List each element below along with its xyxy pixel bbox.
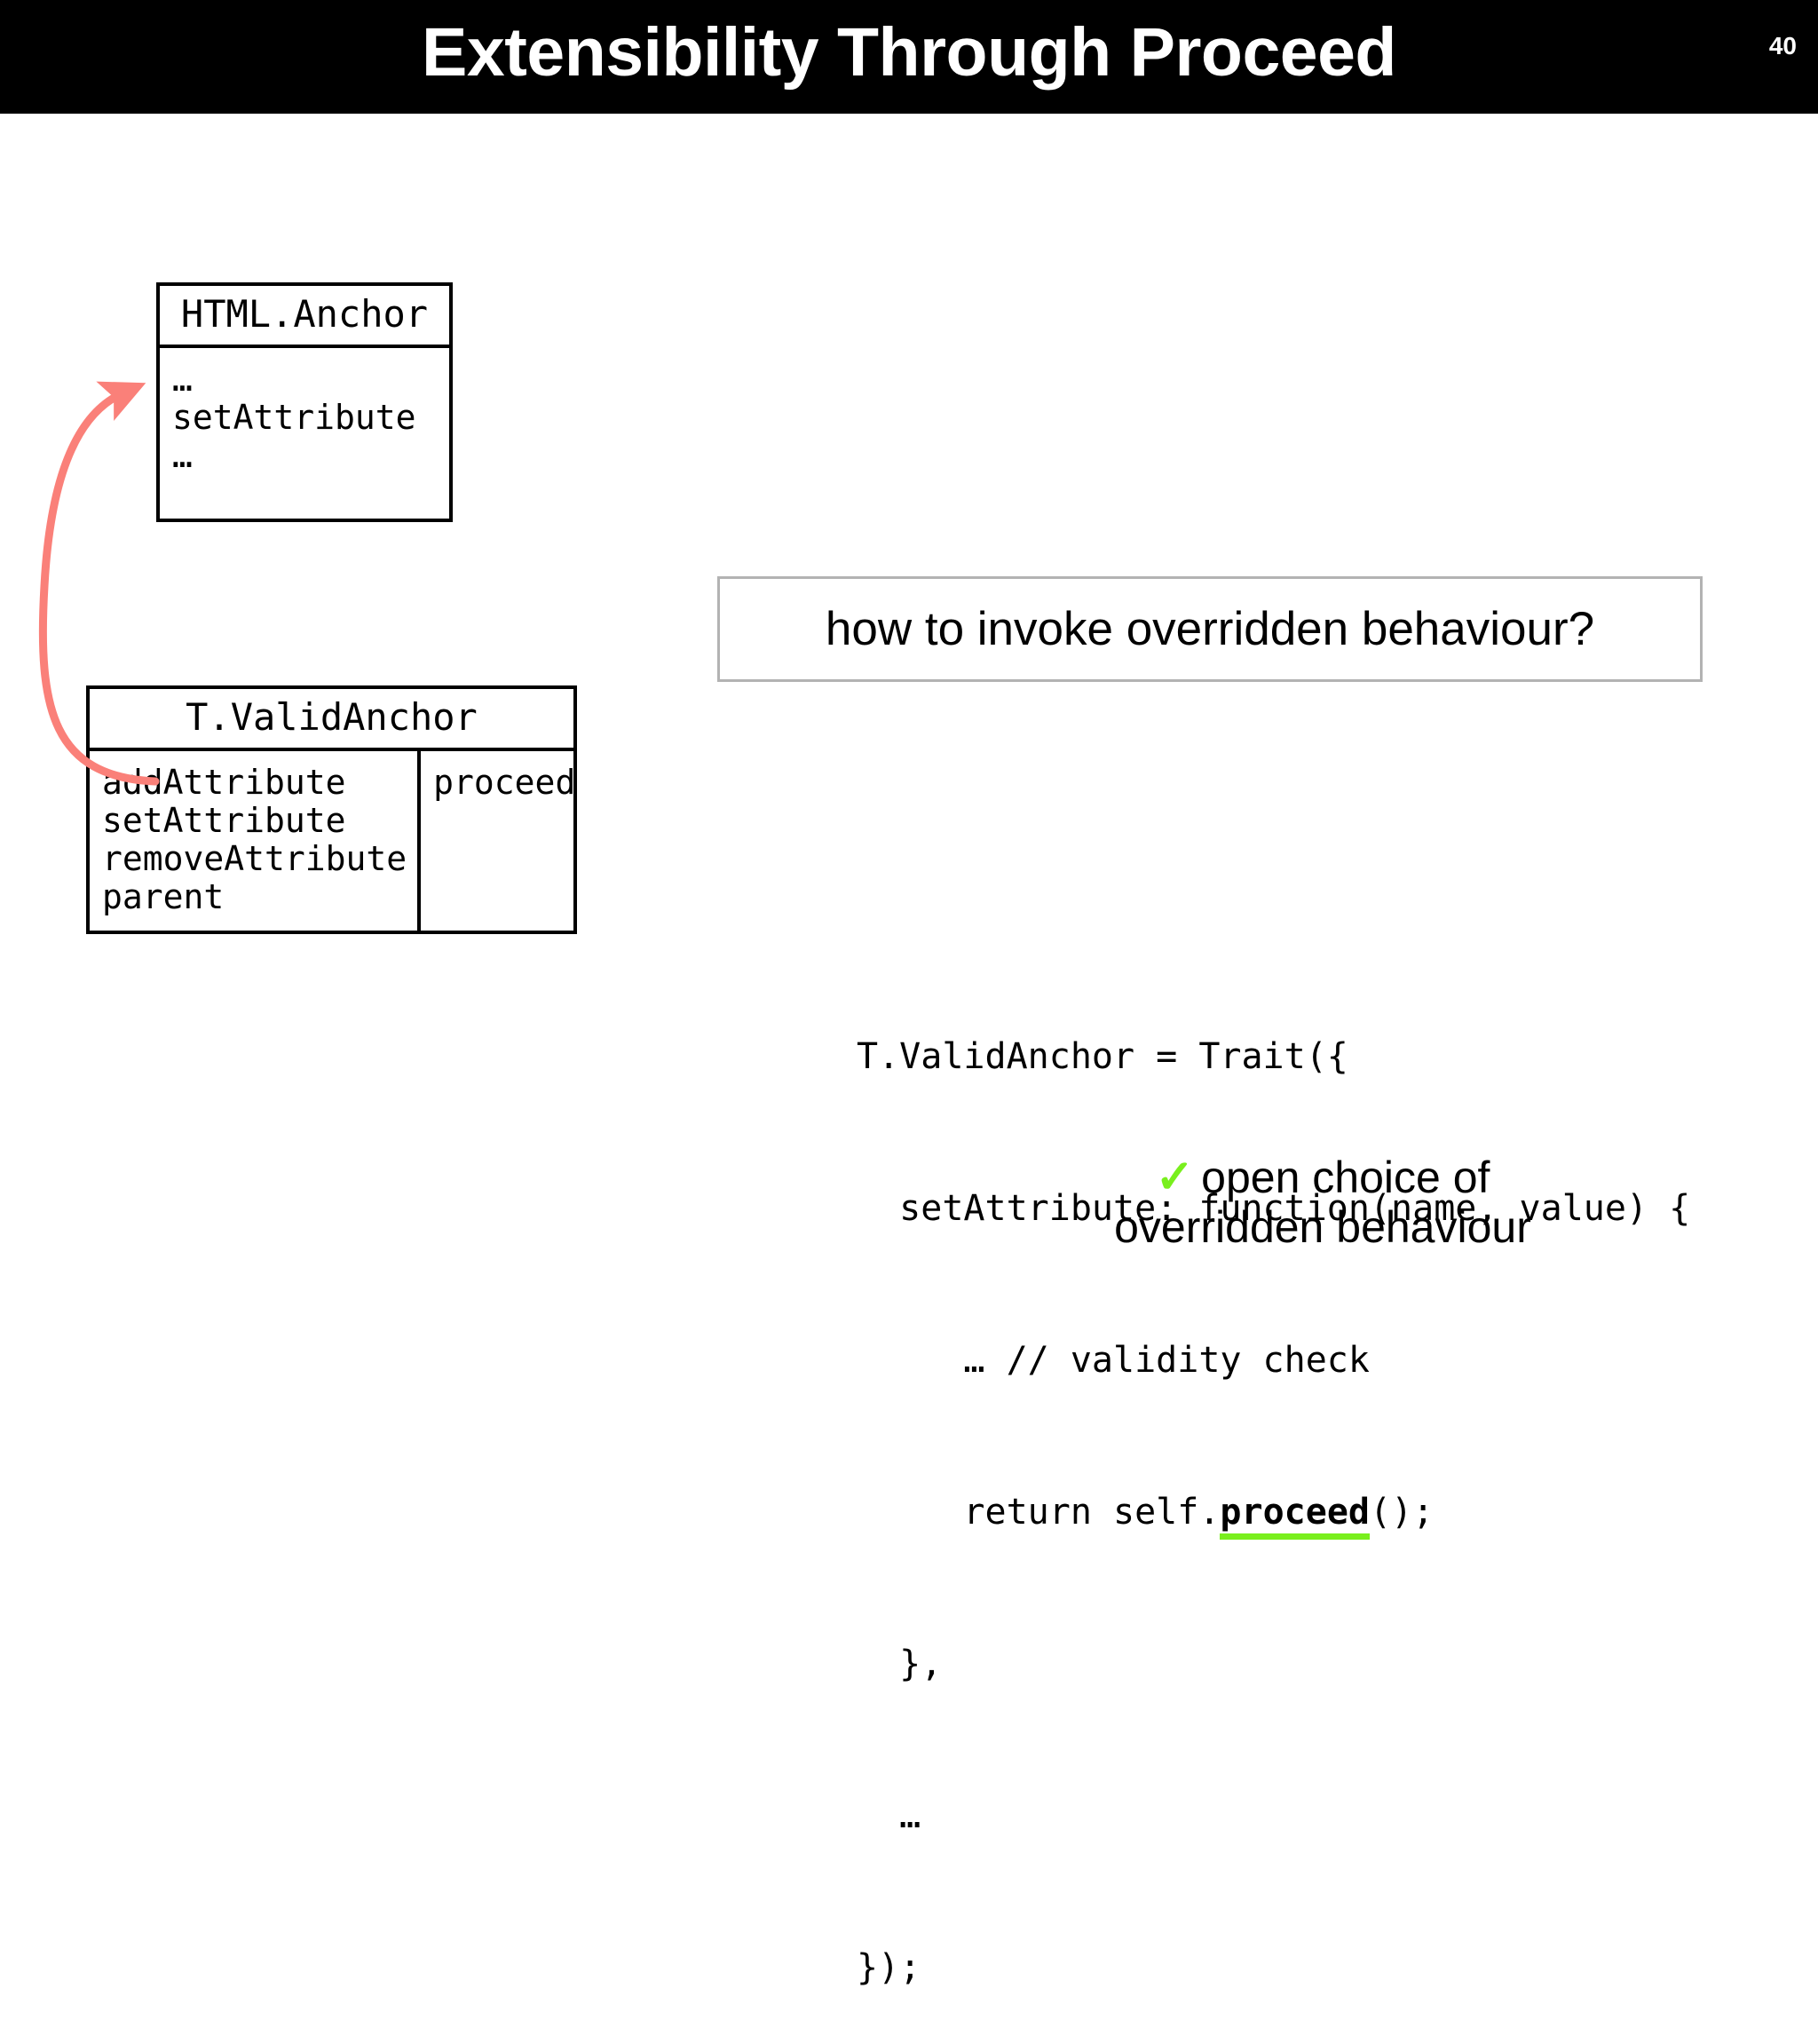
code-line-5: … (857, 1795, 921, 1836)
code-line-0: T.ValidAnchor = Trait({ (857, 1036, 1348, 1077)
title-bar: Extensibility Through Proceed 40 (0, 0, 1818, 114)
annotation-line-2: overridden behaviour (1114, 1202, 1531, 1252)
check-icon: ✓ (1155, 1152, 1195, 1203)
list-item: parent (102, 877, 225, 916)
question-text: how to invoke overridden behaviour? (825, 603, 1595, 655)
question-callout-box: how to invoke overridden behaviour? (717, 576, 1703, 682)
class-box-html-anchor-members: … setAttribute … (160, 348, 427, 519)
code-line-3-suffix: (); (1369, 1492, 1435, 1533)
list-item: … (172, 436, 193, 475)
code-line-6: }); (857, 1947, 921, 1988)
code-block: T.ValidAnchor = Trait({ setAttribute: fu… (857, 931, 1690, 2044)
class-box-valid-anchor-title: T.ValidAnchor (90, 689, 573, 751)
list-item: setAttribute (102, 801, 346, 840)
list-item: addAttribute (102, 763, 346, 802)
class-box-html-anchor: HTML.Anchor … setAttribute … (156, 282, 453, 522)
code-line-1: setAttribute: function(name, value) { (857, 1188, 1691, 1229)
list-item: setAttribute (172, 398, 416, 437)
class-box-html-anchor-title: HTML.Anchor (160, 286, 449, 348)
slide-number: 40 (1768, 32, 1797, 59)
page-title: Extensibility Through Proceed (422, 14, 1396, 91)
code-line-4: }, (857, 1644, 943, 1684)
class-box-valid-anchor-body: addAttribute setAttribute removeAttribut… (90, 751, 575, 931)
list-item: … (172, 360, 193, 399)
class-box-valid-anchor-provided-members: addAttribute setAttribute removeAttribut… (90, 751, 417, 931)
class-box-valid-anchor: T.ValidAnchor addAttribute setAttribute … (86, 685, 577, 934)
code-keyword-proceed: proceed (1220, 1492, 1370, 1540)
class-box-valid-anchor-required-members: proceed (417, 751, 586, 931)
list-item: removeAttribute (102, 839, 407, 878)
list-item: proceed (433, 763, 576, 802)
class-box-html-anchor-body: … setAttribute … (160, 348, 449, 519)
code-line-2: … // validity check (857, 1340, 1370, 1381)
open-choice-annotation: ✓open choice of overridden behaviour (1092, 1153, 1553, 1252)
annotation-line-1: open choice of (1201, 1153, 1490, 1202)
code-line-3-prefix: return self. (857, 1492, 1221, 1533)
code-line-3: return self.proceed(); (857, 1487, 1690, 1540)
